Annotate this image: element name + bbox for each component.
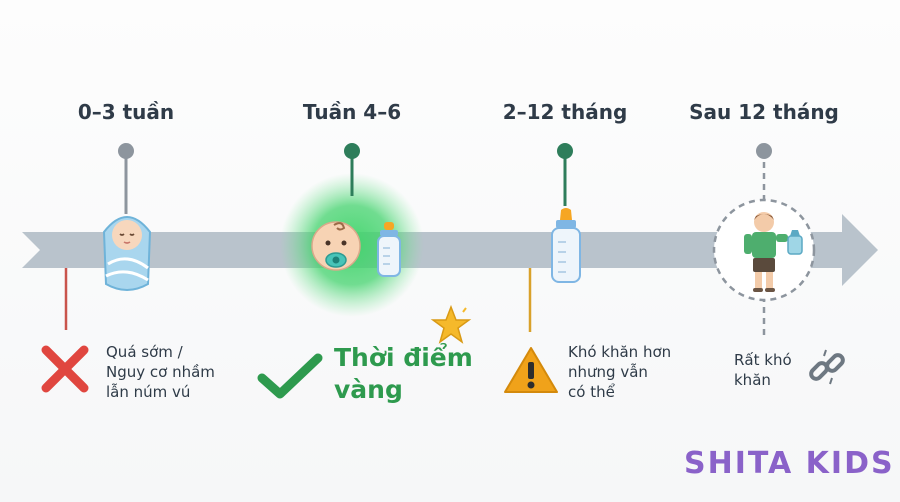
stage-0-status-line: lẫn núm vú bbox=[106, 383, 191, 401]
broken-chain-icon bbox=[809, 349, 845, 385]
brand-logo: SHITA KIDS bbox=[684, 446, 895, 481]
stage-3-status-line: Rất khó bbox=[734, 351, 792, 369]
stage-1-status-line: vàng bbox=[334, 375, 403, 404]
star-icon bbox=[430, 304, 472, 344]
stage-2-status-line: nhưng vẫn bbox=[568, 363, 648, 381]
stage-0-status: Quá sớm / Nguy cơ nhầm lẫn núm vú bbox=[106, 342, 215, 402]
stage-2-status-line: có thể bbox=[568, 383, 615, 401]
warning-triangle-icon bbox=[504, 347, 558, 393]
stage-0-status-line: Quá sớm / bbox=[106, 343, 183, 361]
stage-3-status-line: khăn bbox=[734, 371, 771, 389]
stage-label-2: 2–12 tháng bbox=[502, 100, 628, 124]
stage-0-status-line: Nguy cơ nhầm bbox=[106, 363, 215, 381]
green-check-icon bbox=[257, 353, 323, 399]
toddler-with-sippy-cup-icon bbox=[744, 212, 803, 292]
stage-1-status: Thời điểm vàng bbox=[334, 342, 473, 406]
stage-2-status: Khó khăn hơn nhưng vẫn có thể bbox=[568, 342, 671, 402]
red-cross-icon bbox=[41, 345, 89, 393]
baby-with-pacifier-and-bottle-icon bbox=[311, 221, 401, 277]
stage-label-3: Sau 12 tháng bbox=[689, 100, 839, 124]
swaddled-newborn-icon bbox=[102, 216, 152, 291]
stage-label-1: Tuần 4–6 bbox=[302, 100, 402, 124]
stage-3-status: Rất khó khăn bbox=[734, 350, 792, 390]
stage-1-status-line: Thời điểm bbox=[334, 343, 473, 372]
stage-label-0: 0–3 tuần bbox=[77, 100, 175, 124]
baby-bottle-icon bbox=[551, 208, 581, 283]
stage-2-status-line: Khó khăn hơn bbox=[568, 343, 672, 361]
